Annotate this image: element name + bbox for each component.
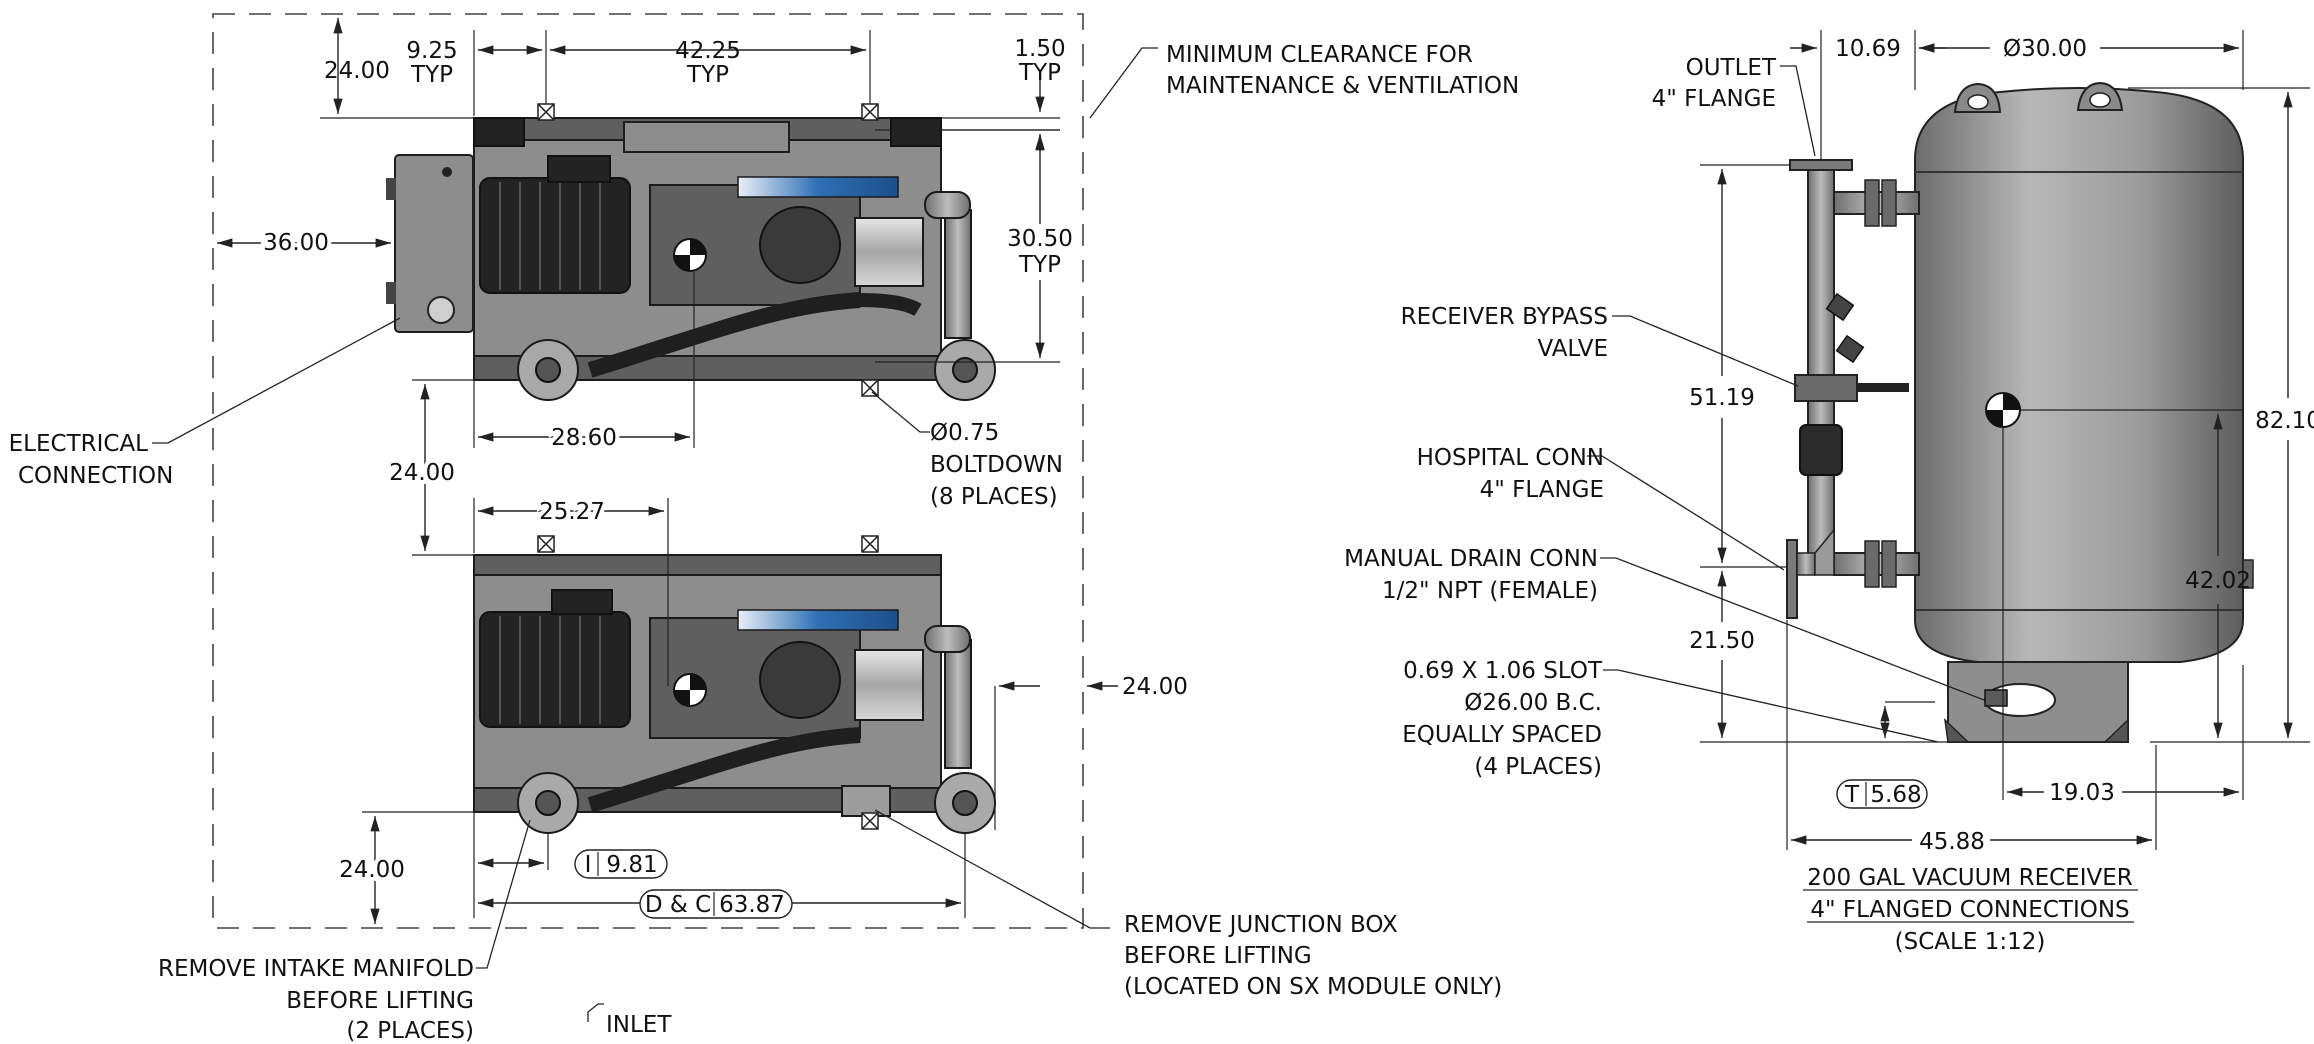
box-t-frame <box>1836 779 1928 809</box>
receiver-piping <box>1786 159 2008 707</box>
dim-82-10: 82.10 <box>2255 408 2314 434</box>
box-i-value: 9.81 <box>606 852 657 878</box>
drain-label-line1: MANUAL DRAIN CONN <box>1344 546 1598 572</box>
dim-42-02: 42.02 <box>2185 568 2251 594</box>
box-t-prefix: T <box>1844 782 1860 808</box>
vacuum-receiver <box>1914 81 2254 743</box>
junction-label-line2: BEFORE LIFTING <box>1124 943 1312 969</box>
dim-25-27: 25.27 <box>539 499 605 525</box>
clearance-label-line1: MINIMUM CLEARANCE FOR <box>1166 42 1473 68</box>
box-i-prefix: I <box>585 852 592 878</box>
motor-fins-lower <box>499 616 601 724</box>
motor-fins-upper <box>499 182 601 290</box>
box-dc-prefix: D & C <box>645 892 711 918</box>
dim-51-19: 51.19 <box>1689 385 1755 411</box>
receiver-labels: OUTLET 4" FLANGE 10.69 Ø30.00 82.10 RECE… <box>1344 36 2314 955</box>
inlet-label: INLET <box>606 1012 672 1038</box>
receiver-caption-line3: (SCALE 1:12) <box>1895 929 2046 955</box>
intake-label-line2: BEFORE LIFTING <box>286 988 474 1014</box>
plan-view-labels: 24.00 9.25 TYP 42.25 TYP 1.50 TYP MINIMU… <box>9 36 1520 1044</box>
clearance-boundary <box>212 13 1084 929</box>
bypass-label-line1: RECEIVER BYPASS <box>1401 304 1608 330</box>
dim-28-60: 28.60 <box>551 425 617 451</box>
dim-mid-24: 24.00 <box>389 460 455 486</box>
intake-label-line1: REMOVE INTAKE MANIFOLD <box>158 956 474 982</box>
boltdown-label-line3: (8 PLACES) <box>930 484 1058 510</box>
dim-dia-30: Ø30.00 <box>2003 36 2087 62</box>
electrical-label-line1: ELECTRICAL <box>9 431 149 457</box>
junction-label-line1: REMOVE JUNCTION BOX <box>1124 912 1398 938</box>
dim-9-25-sub: TYP <box>410 62 453 88</box>
hospital-label-line1: HOSPITAL CONN <box>1417 445 1604 471</box>
dim-30-50-sub: TYP <box>1018 252 1061 278</box>
outlet-label-line2: 4" FLANGE <box>1652 86 1776 112</box>
boltdown-markers-lower <box>537 535 879 830</box>
slot-label-line4: (4 PLACES) <box>1474 754 1602 780</box>
clearance-label-line2: MAINTENANCE & VENTILATION <box>1166 73 1519 99</box>
dim-42-25: 42.25 <box>675 38 741 64</box>
plan-view-dimensions <box>152 17 1158 1022</box>
upper-pump-module <box>473 103 996 401</box>
dim-right-24: 24.00 <box>1122 674 1188 700</box>
bypass-label-line2: VALVE <box>1537 336 1608 362</box>
dim-10-69: 10.69 <box>1835 36 1901 62</box>
boltdown-label-line1: Ø0.75 <box>930 420 999 446</box>
box-dc-frame <box>639 889 793 919</box>
box-dc-value: 63.87 <box>719 892 785 918</box>
dim-45-88: 45.88 <box>1919 829 1985 855</box>
intake-label-line3: (2 PLACES) <box>346 1018 474 1044</box>
receiver-caption-line2: 4" FLANGED CONNECTIONS <box>1810 897 2129 923</box>
electrical-label-line2: CONNECTION <box>18 463 173 489</box>
dim-19-03: 19.03 <box>2049 780 2115 806</box>
dim-9-25: 9.25 <box>406 38 457 64</box>
boltdown-label-line2: BOLTDOWN <box>930 452 1063 478</box>
dim-36: 36.00 <box>263 230 329 256</box>
dim-21-50: 21.50 <box>1689 628 1755 654</box>
electrical-box <box>386 154 474 333</box>
box-t-value: 5.68 <box>1870 782 1921 808</box>
slot-label-line2: Ø26.00 B.C. <box>1464 690 1602 716</box>
dim-1-50-sub: TYP <box>1018 60 1061 86</box>
dim-1-50: 1.50 <box>1014 36 1065 62</box>
drain-label-line2: 1/2" NPT (FEMALE) <box>1382 578 1598 604</box>
lower-pump-module <box>473 535 996 834</box>
hospital-label-line2: 4" FLANGE <box>1480 477 1604 503</box>
dim-30-50: 30.50 <box>1007 226 1073 252</box>
boltdown-markers-upper <box>537 103 879 397</box>
junction-label-line3: (LOCATED ON SX MODULE ONLY) <box>1124 974 1502 1000</box>
dim-bottom-24: 24.00 <box>339 857 405 883</box>
outlet-label-line1: OUTLET <box>1686 55 1777 81</box>
slot-label-line3: EQUALLY SPACED <box>1402 722 1602 748</box>
receiver-dimensions <box>1587 30 2310 850</box>
receiver-caption-line1: 200 GAL VACUUM RECEIVER <box>1807 865 2133 891</box>
dim-top-24: 24.00 <box>324 58 390 84</box>
dim-42-25-sub: TYP <box>686 62 729 88</box>
slot-label-line1: 0.69 X 1.06 SLOT <box>1403 658 1603 684</box>
